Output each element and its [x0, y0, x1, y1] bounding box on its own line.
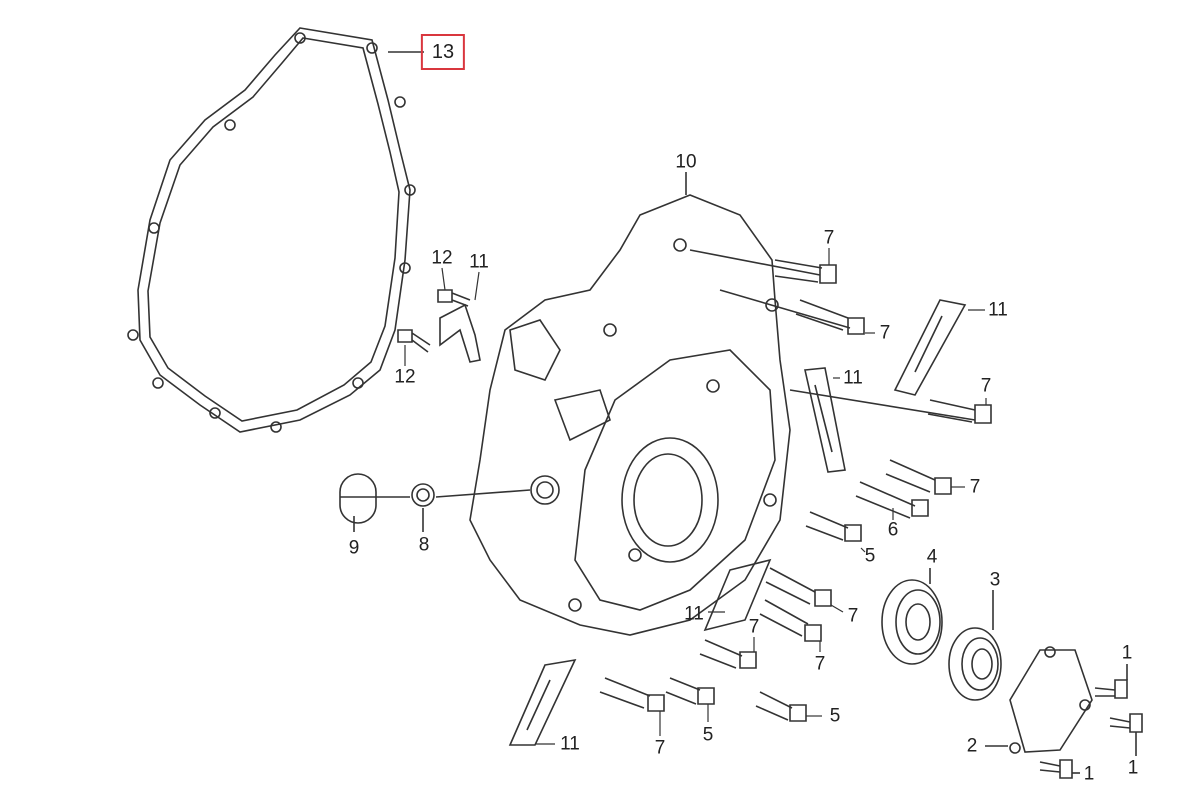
plug-part-9 — [339, 473, 377, 532]
callout-5: 5 — [864, 545, 876, 567]
callout-7: 7 — [748, 616, 760, 638]
plate-part-2 — [985, 646, 1093, 754]
callout-11: 11 — [843, 367, 863, 389]
callout-10: 10 — [675, 151, 697, 173]
screws-part-1 — [1039, 664, 1143, 779]
callout-11: 11 — [988, 299, 1008, 321]
callout-2: 2 — [966, 735, 978, 757]
callout-11: 11 — [684, 603, 704, 625]
callout-11: 11 — [560, 733, 580, 755]
callout-11: 11 — [469, 251, 489, 273]
leader-lines — [404, 248, 987, 745]
callout-5: 5 — [702, 724, 714, 746]
callout-9: 9 — [348, 537, 360, 559]
callout-4: 4 — [926, 546, 938, 568]
clamps-part-11 — [439, 299, 967, 746]
callout-3: 3 — [989, 569, 1001, 591]
seal-part-3 — [948, 590, 1002, 701]
callout-7: 7 — [654, 737, 666, 759]
callout-1: 1 — [1127, 757, 1139, 779]
callout-8: 8 — [418, 534, 430, 556]
gasket-part-13 — [127, 27, 424, 433]
bolts — [599, 249, 992, 722]
callout-7: 7 — [879, 322, 891, 344]
callout-7: 7 — [969, 476, 981, 498]
cover-housing-part-10 — [469, 172, 791, 636]
callout-7: 7 — [814, 653, 826, 675]
screws-part-12 — [397, 289, 471, 353]
callout-12: 12 — [431, 247, 453, 269]
callout-1: 1 — [1083, 763, 1095, 785]
callout-6: 6 — [887, 519, 899, 541]
callout-12: 12 — [394, 366, 416, 388]
callout-7: 7 — [823, 227, 835, 249]
callout-1: 1 — [1121, 642, 1133, 664]
callout-13-highlighted: 13 — [420, 34, 466, 70]
callout-5: 5 — [829, 705, 841, 727]
callout-7: 7 — [980, 375, 992, 397]
washer-part-8 — [376, 483, 531, 532]
bearing-part-4 — [881, 568, 943, 665]
callout-7: 7 — [847, 605, 859, 627]
